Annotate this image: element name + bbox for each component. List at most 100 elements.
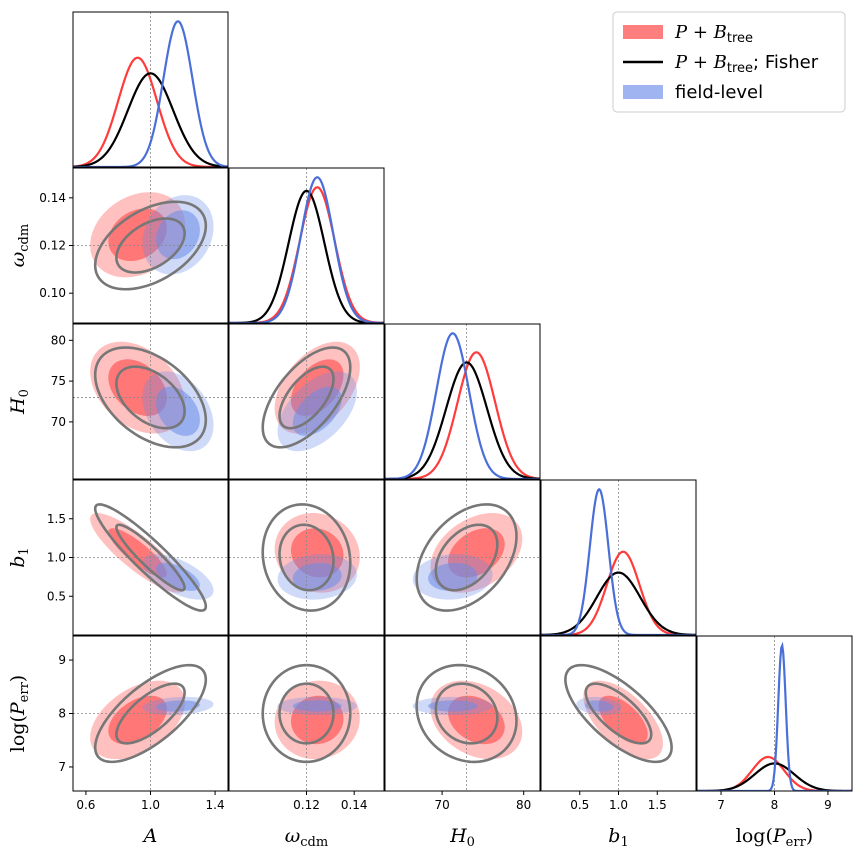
- x-tick-label: 0.14: [341, 798, 368, 812]
- panel-1-0: 0.10 0.12 0.14 ωcdm: [7, 167, 229, 324]
- contour-68-field: [156, 700, 200, 712]
- panel-content: [73, 480, 228, 635]
- marginal-field-curve: [73, 20, 228, 167]
- y-axis-label: H0: [7, 389, 32, 415]
- contour-68-fisher: [115, 217, 186, 274]
- x-tick-label: 1.0: [609, 798, 628, 812]
- y-tick-label: 9: [58, 653, 66, 667]
- contour-68-field: [292, 562, 342, 591]
- y-tick-label: 0.12: [39, 239, 66, 253]
- y-axis-label: ωcdm: [7, 224, 32, 267]
- x-axis-label: b1: [608, 825, 628, 850]
- marginal-fisher-curve: [385, 361, 540, 479]
- x-axis-label: H0: [449, 825, 475, 850]
- legend-label-pb: P + Btree: [674, 22, 753, 46]
- panel-content: [229, 636, 384, 791]
- contour-95-fisher: [415, 503, 518, 612]
- panel-2-1: [228, 323, 385, 480]
- panel-content: [541, 480, 696, 635]
- panel-3-3: [540, 479, 697, 636]
- contour-95-fisher: [261, 346, 352, 449]
- contour-68-field: [156, 562, 200, 591]
- legend-frame: [612, 11, 846, 113]
- x-axis-label: A: [142, 825, 158, 847]
- panel-4-1: 0.12 0.14 ωcdm: [228, 635, 385, 850]
- panel-content: [229, 324, 384, 479]
- marginal-fisher-curve: [73, 72, 228, 167]
- contour-95-fisher: [261, 663, 352, 764]
- x-tick-label: 1.4: [206, 798, 225, 812]
- legend-label-field: field-level: [675, 82, 763, 103]
- contour-68-fisher: [434, 523, 499, 592]
- x-axis-label: log(Perr): [736, 825, 813, 850]
- panel-frame: [384, 635, 541, 792]
- marginal-pb-curve: [385, 351, 540, 479]
- y-tick-label: 1.0: [47, 551, 66, 565]
- x-tick-label: 1.0: [141, 798, 160, 812]
- panel-frame: [228, 167, 385, 324]
- x-tick-label: 0.6: [76, 798, 95, 812]
- y-tick-label: 75: [51, 374, 66, 388]
- panel-frame: [540, 479, 697, 636]
- contour-68-fisher: [115, 365, 186, 430]
- contour-68-field: [156, 386, 200, 436]
- panel-3-1: [228, 479, 385, 636]
- contour-95-fisher: [415, 663, 518, 764]
- legend-swatch-pb: [623, 25, 663, 39]
- contour-95-fisher: [93, 503, 208, 612]
- contour-68-field: [156, 210, 200, 260]
- panel-content: [385, 324, 540, 479]
- panel-content: [73, 168, 228, 323]
- panel-3-2: [384, 479, 541, 636]
- panel-frame: [72, 11, 229, 168]
- contour-68-fisher: [115, 682, 186, 745]
- x-axis-label: ωcdm: [285, 825, 328, 850]
- contour-68-fisher: [434, 682, 499, 745]
- panel-frame: [228, 323, 385, 480]
- x-tick-label: 0.5: [570, 798, 589, 812]
- marginal-field-curve: [385, 332, 540, 479]
- x-tick-label: 70: [434, 798, 449, 812]
- panel-content: [697, 636, 852, 791]
- y-tick-label: 1.5: [47, 512, 66, 526]
- x-tick-label: 7: [717, 798, 725, 812]
- contour-68-field: [292, 700, 342, 712]
- x-tick-label: 80: [516, 798, 531, 812]
- panel-content: [73, 636, 228, 791]
- y-tick-label: 7: [58, 760, 66, 774]
- legend-swatch-field: [623, 85, 663, 99]
- panel-frame: [384, 479, 541, 636]
- contour-95-fisher: [93, 200, 208, 291]
- y-tick-label: 0.10: [39, 286, 66, 300]
- y-axis-label: b1: [7, 547, 32, 567]
- marginal-fisher-curve: [229, 189, 384, 323]
- panel-0-0: [72, 11, 229, 168]
- contour-68-fisher: [278, 365, 335, 430]
- panel-frame: [228, 479, 385, 636]
- marginal-fisher-curve: [541, 571, 696, 635]
- contour-68-field: [428, 700, 478, 712]
- y-tick-label: 0.14: [39, 191, 66, 205]
- panel-content: [541, 636, 696, 791]
- x-tick-label: 0.12: [293, 798, 320, 812]
- panel-content: [73, 324, 228, 479]
- x-tick-label: 8: [771, 798, 779, 812]
- contour-95-fisher: [93, 346, 208, 449]
- contour-68-pb: [108, 695, 167, 745]
- y-axis-label: log(Perr): [7, 675, 32, 752]
- panel-content: [385, 636, 540, 791]
- marginal-field-curve: [697, 641, 852, 791]
- contour-68-fisher: [278, 682, 335, 745]
- panel-content: [73, 12, 228, 167]
- y-tick-label: 70: [51, 415, 66, 429]
- contour-68-fisher: [584, 682, 653, 745]
- contour-95-fisher: [564, 663, 673, 764]
- contour-95-fisher: [93, 663, 208, 764]
- panel-content: [229, 168, 384, 323]
